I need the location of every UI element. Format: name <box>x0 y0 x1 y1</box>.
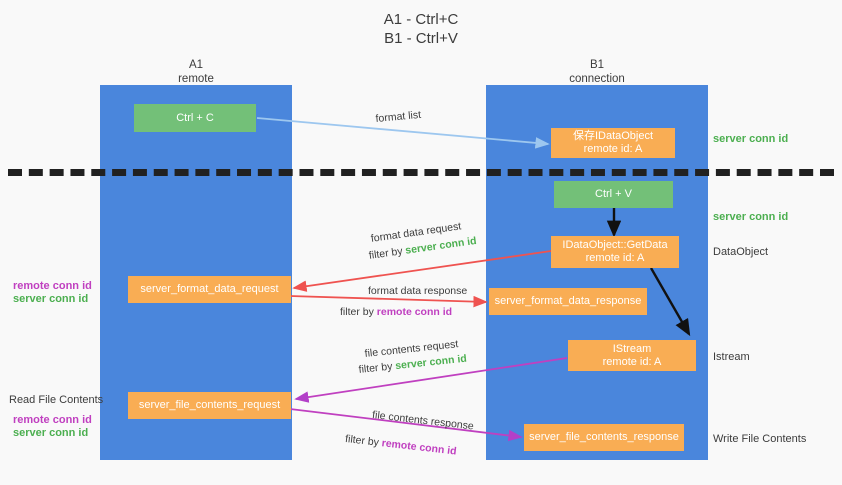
node-ctrl-v-label: Ctrl + V <box>595 188 632 200</box>
column-b1-name: B1 <box>589 59 605 71</box>
title-line-2: B1 - Ctrl+V <box>384 30 458 47</box>
left-label-remote-conn-id-lower: remote conn id <box>13 414 92 426</box>
left-label-server-conn-id-lower: server conn id <box>13 427 89 439</box>
title-line-1: A1 - Ctrl+C <box>383 11 459 28</box>
right-label-istream: Istream <box>713 351 750 363</box>
node-ctrl-c-label: Ctrl + C <box>176 111 214 124</box>
edge-label-file-contents-response-filter: filter by remote conn id <box>344 432 458 459</box>
filter-prefix-2: filter by <box>340 306 377 318</box>
node-ctrl-c[interactable]: Ctrl + C <box>134 104 256 132</box>
right-label-server-conn-id-top: server conn id <box>713 133 789 145</box>
node-idataobject-getdata-line2: remote id: A <box>585 252 645 264</box>
right-label-server-conn-id-mid: server conn id <box>713 211 789 223</box>
node-save-idataobject-line2: remote id: A <box>583 143 643 155</box>
node-istream[interactable]: IStream remote id: A <box>568 340 696 371</box>
node-istream-line1: IStream <box>612 342 652 355</box>
node-istream-line2: remote id: A <box>602 355 662 368</box>
node-server-file-contents-request-label: server_file_contents_request <box>138 399 281 411</box>
node-server-file-contents-response[interactable]: server_file_contents_response <box>524 424 684 451</box>
right-label-write-file-contents: Write File Contents <box>713 433 807 445</box>
edge-label-file-contents-response: file contents response <box>371 408 475 433</box>
page-title: A1 - Ctrl+C B1 - Ctrl+V <box>0 10 842 48</box>
left-label-read-file-contents: Read File Contents <box>9 394 104 406</box>
column-header-b1: B1 connection <box>486 58 708 86</box>
edge-label-format-data-response-filter: filter by remote conn id <box>340 305 452 319</box>
node-server-file-contents-response-label: server_file_contents_response <box>529 431 679 443</box>
edge-label-format-data-response: format data response <box>368 285 468 297</box>
column-header-a1: A1 remote <box>100 58 292 86</box>
node-idataobject-getdata[interactable]: IDataObject::GetData remote id: A <box>551 236 679 268</box>
filter-key-remote-conn-id-1: remote conn id <box>376 306 453 318</box>
left-label-remote-conn-id-upper: remote conn id <box>13 280 92 292</box>
filter-prefix-1: filter by <box>368 244 407 262</box>
node-server-format-data-response[interactable]: server_format_data_response <box>489 288 647 315</box>
phase-separator <box>8 169 834 176</box>
filter-prefix-4: filter by <box>344 432 383 450</box>
column-a1-name: A1 <box>188 59 204 71</box>
column-b1-role: connection <box>569 73 625 85</box>
filter-key-remote-conn-id-2: remote conn id <box>381 437 458 458</box>
node-server-format-data-response-label: server_format_data_response <box>494 295 642 307</box>
node-ctrl-v[interactable]: Ctrl + V <box>554 181 673 208</box>
node-idataobject-getdata-line1: IDataObject::GetData <box>562 239 668 251</box>
node-server-file-contents-request[interactable]: server_file_contents_request <box>128 392 291 419</box>
left-label-server-conn-id-upper: server conn id <box>13 293 89 305</box>
node-save-idataobject-line1: 保存IDataObject <box>572 130 654 142</box>
node-server-format-data-request[interactable]: server_format_data_request <box>128 276 291 303</box>
column-a1-role: remote <box>178 73 214 85</box>
edge-label-format-list: format list <box>375 108 422 125</box>
right-label-data-object: DataObject <box>713 246 769 258</box>
node-save-idataobject[interactable]: 保存IDataObject remote id: A <box>551 128 675 158</box>
filter-prefix-3: filter by <box>358 360 396 376</box>
node-server-format-data-request-label: server_format_data_request <box>140 283 279 295</box>
